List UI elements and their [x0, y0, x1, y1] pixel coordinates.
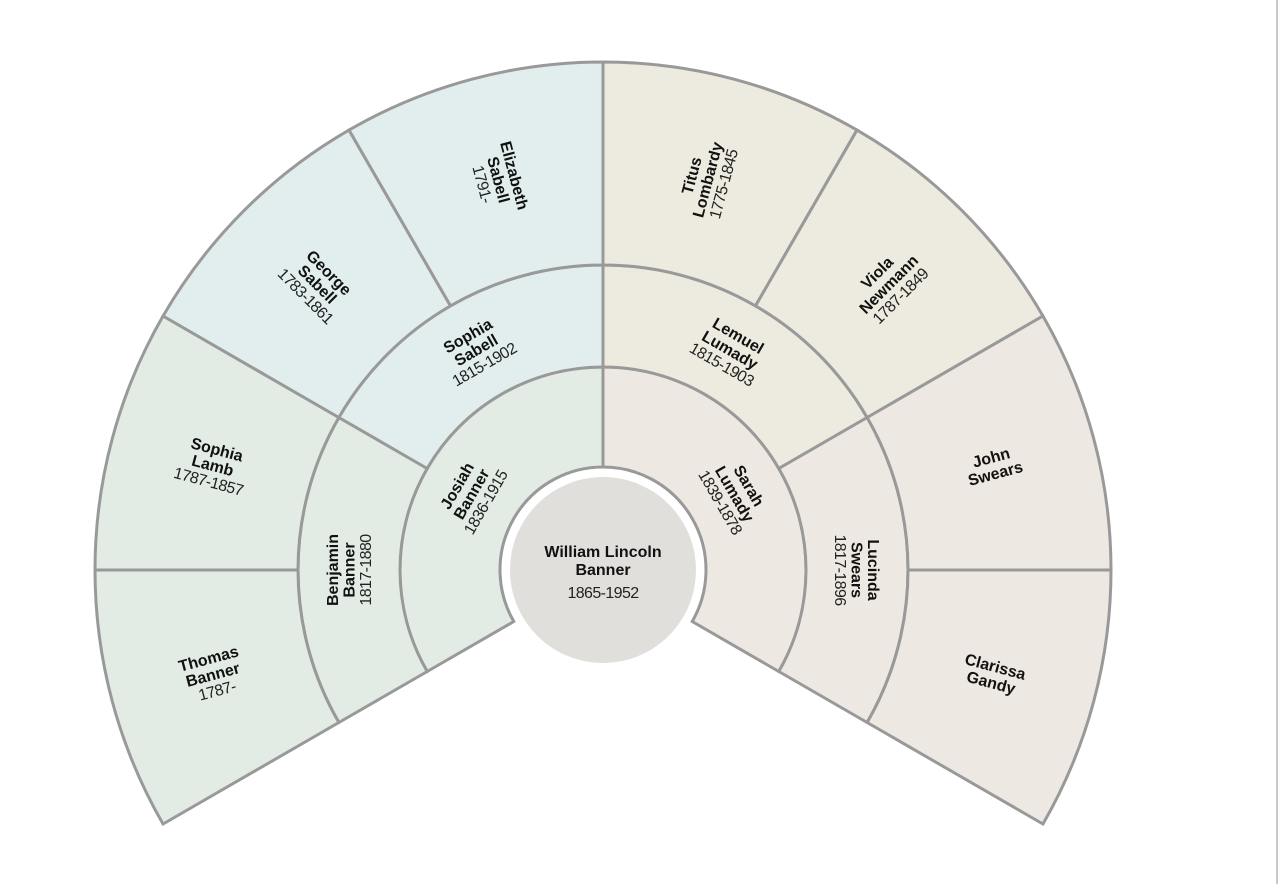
- window-edge: [1276, 0, 1278, 884]
- root-name-line2: Banner: [575, 562, 630, 579]
- ancestor-label: LucindaSwears1817-1896: [831, 534, 881, 606]
- ancestor-name: Banner: [342, 542, 359, 597]
- ancestor-label: JosiahBanner1836-1915: [433, 451, 512, 538]
- ancestor-segment-gen3[interactable]: [865, 568, 1113, 827]
- ancestor-name: Swears: [848, 542, 865, 598]
- ancestor-name: Benjamin: [325, 534, 342, 606]
- root-circle[interactable]: [510, 477, 696, 663]
- ancestor-dates: 1817-1896: [831, 534, 848, 606]
- ancestor-name: Lucinda: [864, 539, 881, 600]
- root-name-line1: William Lincoln: [544, 544, 661, 561]
- root-person[interactable]: William Lincoln Banner 1865-1952: [510, 477, 696, 663]
- ancestor-label: BenjaminBanner1817-1880: [325, 534, 375, 606]
- root-dates: 1865-1952: [567, 585, 639, 602]
- ancestor-dates: 1817-1880: [358, 534, 375, 606]
- ancestor-segments: [93, 60, 1113, 827]
- ancestor-label: ElizabethSabell1791-: [464, 140, 530, 221]
